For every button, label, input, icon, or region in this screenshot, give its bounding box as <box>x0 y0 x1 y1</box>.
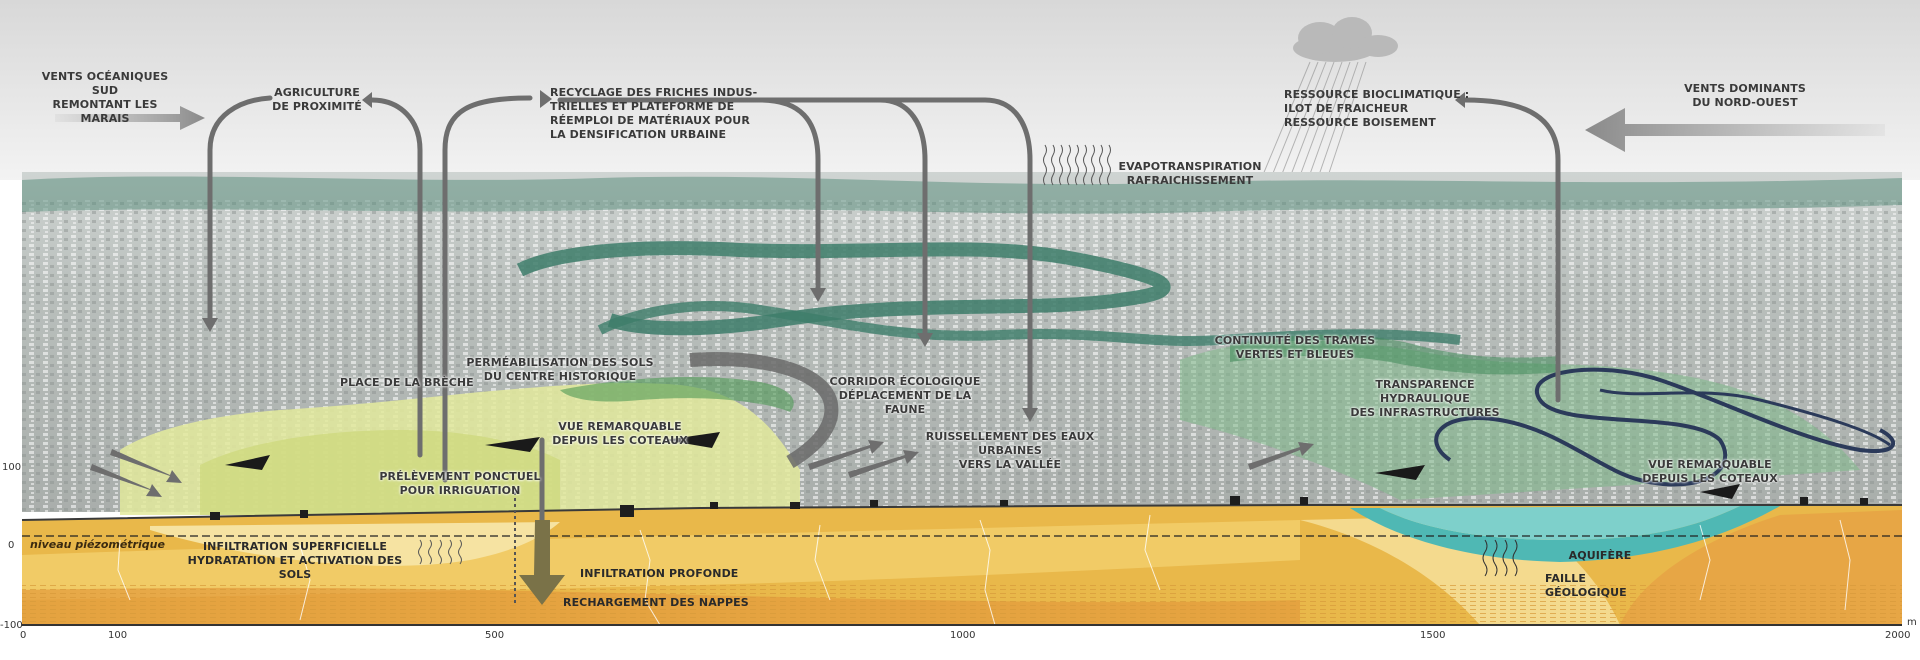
label-aquifere: AQUIFÈRE <box>1568 549 1632 562</box>
y-axis-label-minus100: -100 <box>0 620 23 631</box>
river <box>1434 367 1896 487</box>
deep-hatching <box>22 585 1902 625</box>
infiltration-basin-left <box>150 522 560 566</box>
infiltration-arrow <box>519 520 565 605</box>
infiltration-waves-left <box>418 539 462 565</box>
river-secondary <box>1599 388 1891 447</box>
y-axis-label-0: 0 <box>8 540 15 551</box>
label-vue-right: VUE REMARQUABLE DEPUIS LES COTEAUX <box>1642 458 1778 485</box>
geological-cracks <box>117 514 1851 626</box>
wind-arrow-right <box>1585 108 1885 152</box>
stratum-light <box>22 520 1300 600</box>
label-place-breche: PLACE DE LA BRÈCHE <box>340 376 474 389</box>
x-axis-tick-0: 0 <box>20 630 27 641</box>
label-prelevement: PRÉLÈVEMENT PONCTUEL POUR IRRIGUATION <box>379 470 541 497</box>
label-rechargement: RECHARGEMENT DES NAPPES <box>563 596 749 609</box>
label-winds-ocean: VENTS OCÉANIQUES SUD REMONTANT LES MARAI… <box>41 70 169 125</box>
y-axis-label-100: 100 <box>2 462 22 473</box>
terrain-line <box>21 503 1903 521</box>
green-zone-right <box>1180 340 1860 500</box>
x-axis-tick-1000: 1000 <box>950 630 976 641</box>
far-forest <box>22 176 1902 214</box>
label-evapotranspiration: EVAPOTRANSPIRATION RAFRAICHISSEMENT <box>1118 160 1262 187</box>
fault-waves <box>1482 539 1518 577</box>
view-cone-icons <box>225 432 1740 499</box>
label-faille: FAILLE GÉOLOGIQUE <box>1545 572 1627 599</box>
label-winds-nw: VENTS DOMINANTS DU NORD-OUEST <box>1684 82 1806 109</box>
label-recycling: RECYCLAGE DES FRICHES INDUS- TRIELLES ET… <box>550 86 758 141</box>
label-permeabilisation: PERMÉABILISATION DES SOLS DU CENTRE HIST… <box>466 356 654 383</box>
evapotranspiration-waves <box>1043 144 1111 186</box>
x-axis-tick-500: 500 <box>485 630 505 641</box>
x-axis-unit: m <box>1907 617 1917 628</box>
runoff-arrows <box>90 440 1314 497</box>
wind-arrow-left <box>55 106 205 130</box>
historic-center-band <box>689 352 839 469</box>
flow-arrow-heads <box>202 90 1465 422</box>
label-agriculture: AGRICULTURE DE PROXIMITÉ <box>272 86 362 113</box>
x-axis-tick-100: 100 <box>108 630 128 641</box>
aquifer <box>1350 506 1780 562</box>
label-ruissellement: RUISSELLEMENT DES EAUX URBAINES VERS LA … <box>925 430 1095 471</box>
aquifer-core <box>1380 506 1740 540</box>
label-vue-left: VUE REMARQUABLE DEPUIS LES COTEAUX <box>552 420 688 447</box>
label-bioclimatic: RESSOURCE BIOCLIMATIQUE : ILOT DE FRAICH… <box>1284 88 1470 129</box>
label-infiltration-superficielle: INFILTRATION SUPERFICIELLE HYDRATATION E… <box>187 540 403 581</box>
x-axis <box>22 624 1902 626</box>
x-axis-tick-2000: 2000 <box>1885 630 1911 641</box>
label-corridor: CORRIDOR ÉCOLOGIQUE DÉPLACEMENT DE LA FA… <box>829 375 981 416</box>
label-transparence: TRANSPARENCE HYDRAULIQUE DES INFRASTRUCT… <box>1350 378 1500 419</box>
sky <box>0 0 1920 180</box>
label-piezometric-level: niveau piézométrique <box>30 538 165 551</box>
cloud-icon <box>1293 17 1398 62</box>
green-trame <box>1230 334 1560 375</box>
x-axis-tick-1500: 1500 <box>1420 630 1446 641</box>
forest-meander <box>516 241 1171 336</box>
label-infiltration-profonde: INFILTRATION PROFONDE <box>580 567 739 580</box>
label-continuite: CONTINUITÉ DES TRAMES VERTES ET BLEUES <box>1214 334 1376 361</box>
building-silhouettes <box>210 496 1868 520</box>
green-zone-left-inner <box>200 430 560 515</box>
green-zone-left-hedge <box>560 376 794 412</box>
